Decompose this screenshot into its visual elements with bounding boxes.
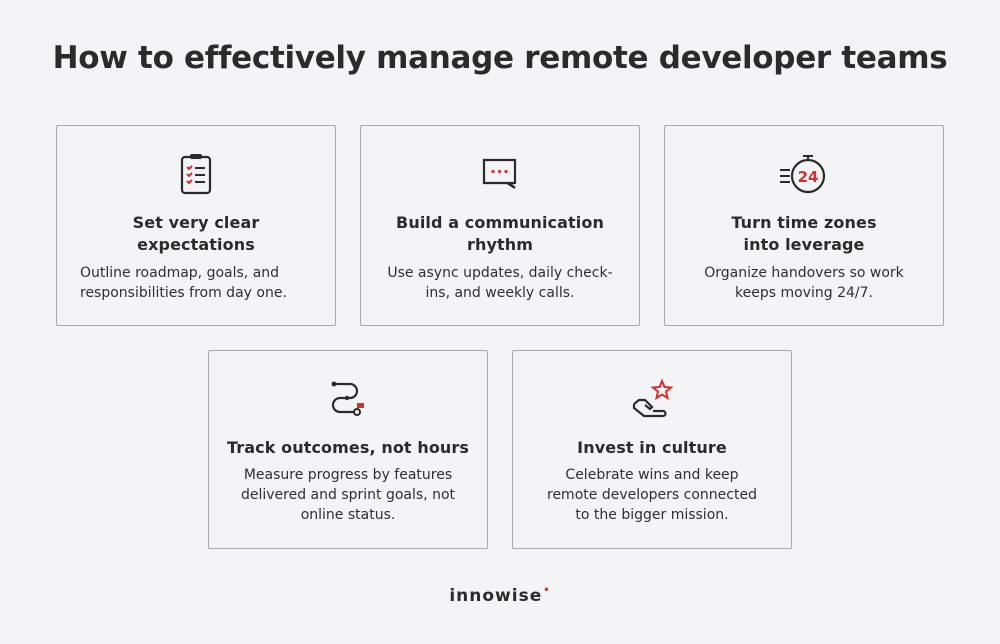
brand-logo: innowise• xyxy=(0,585,1000,606)
heading-line: Invest in culture xyxy=(577,438,727,457)
heading-line: Set very clear xyxy=(132,213,260,232)
description-line: Celebrate wins and keep xyxy=(565,467,739,483)
description-line: Use async updates, daily check- xyxy=(387,265,613,281)
card-heading: Build a communication rhythm xyxy=(371,212,629,256)
description-line: delivered and sprint goals, not xyxy=(240,487,456,503)
card-track-outcomes: Track outcomes, not hours Measure progre… xyxy=(208,350,488,549)
card-description: Celebrate wins and keep remote developer… xyxy=(527,465,777,525)
heading-line: Build a communication xyxy=(396,213,604,232)
stopwatch-24-icon: 24 xyxy=(665,152,943,196)
svg-text:24: 24 xyxy=(798,168,819,186)
description-line: keeps moving 24/7. xyxy=(735,285,873,301)
logo-dot: • xyxy=(543,585,551,596)
description-line: remote developers connected xyxy=(547,487,757,503)
card-heading: Invest in culture xyxy=(523,437,781,459)
card-description: Measure progress by features delivered a… xyxy=(223,465,473,525)
route-flag-icon xyxy=(209,377,487,421)
card-invest-culture: Invest in culture Celebrate wins and kee… xyxy=(512,350,792,549)
description-line: Organize handovers so work xyxy=(704,265,904,281)
logo-text: innowise xyxy=(449,586,543,606)
description-line: responsibilities from day one. xyxy=(80,285,287,301)
card-communication-rhythm: Build a communication rhythm Use async u… xyxy=(360,125,640,326)
description-line: ins, and weekly calls. xyxy=(425,285,575,301)
card-clear-expectations: Set very clear expectations Outline road… xyxy=(56,125,336,326)
heading-line: Track outcomes, not hours xyxy=(226,438,470,457)
card-description: Use async updates, daily check- ins, and… xyxy=(375,263,625,303)
heading-line: Turn time zones xyxy=(731,213,877,232)
description-line: Measure progress by features xyxy=(243,467,453,483)
card-heading: Set very clear expectations xyxy=(67,212,325,256)
page-title: How to effectively manage remote develop… xyxy=(52,40,948,76)
card-time-zones: 24 Turn time zones into leverage Organiz… xyxy=(664,125,944,326)
card-description: Outline roadmap, goals, and responsibili… xyxy=(80,263,321,303)
description-line: Outline roadmap, goals, and xyxy=(80,265,280,281)
card-description: Organize handovers so work keeps moving … xyxy=(679,263,929,303)
heading-line: rhythm xyxy=(466,235,534,254)
description-line: online status. xyxy=(300,507,396,523)
clipboard-checklist-icon xyxy=(57,152,335,196)
chat-bubble-icon xyxy=(361,152,639,196)
card-heading: Turn time zones into leverage xyxy=(675,212,933,256)
description-line: to the bigger mission. xyxy=(575,507,729,523)
heading-line: into leverage xyxy=(743,235,865,254)
hand-star-icon xyxy=(513,377,791,421)
heading-line: expectations xyxy=(137,235,255,254)
card-heading: Track outcomes, not hours xyxy=(219,437,477,459)
